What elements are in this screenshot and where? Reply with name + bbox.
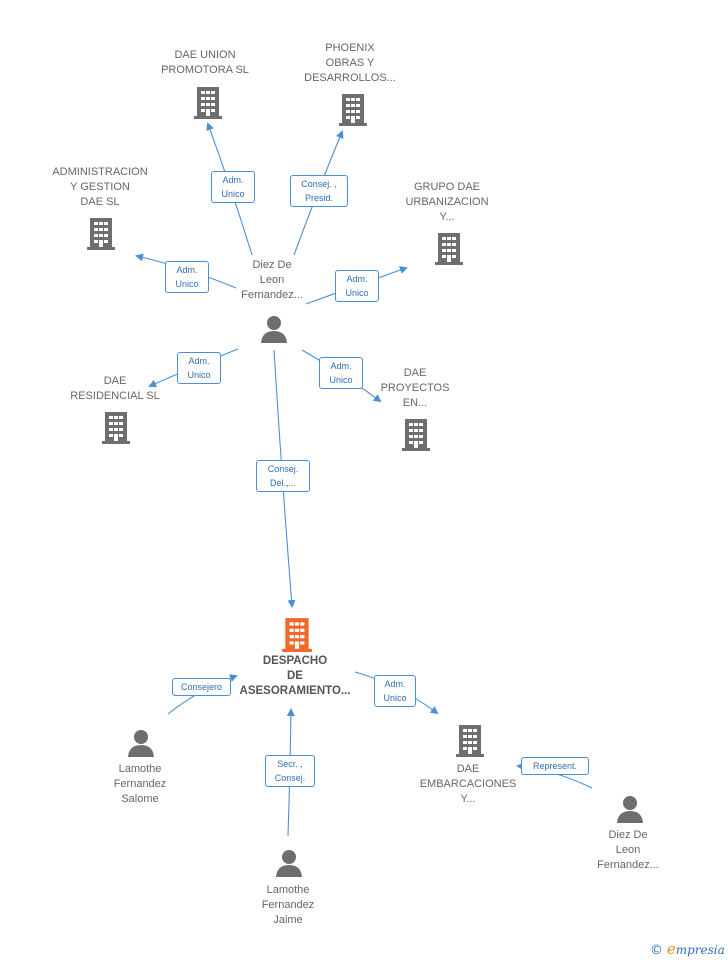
node-label: ADMINISTRACION Y GESTION DAE SL [52, 166, 148, 208]
edge-label-adm-unico[interactable]: Adm. Unico [165, 261, 209, 293]
building-icon [402, 419, 430, 451]
node-dae-embarcaciones[interactable]: DAE EMBARCACIONES Y... [408, 762, 528, 807]
edge-label-represent[interactable]: Represent. [521, 757, 589, 775]
node-label: Lamothe Fernandez Jaime [261, 884, 315, 926]
node-dae-residencial[interactable]: DAE RESIDENCIAL SL [55, 374, 175, 404]
person-icon [261, 316, 287, 343]
node-label: DAE PROYECTOS EN... [380, 367, 450, 409]
building-icon [435, 233, 463, 265]
node-phoenix[interactable]: PHOENIX OBRAS Y DESARROLLOS... [290, 41, 410, 86]
node-despacho[interactable]: DESPACHO DE ASESORAMIENTO... [222, 654, 368, 699]
node-diez-de-leon-top[interactable]: Diez De Leon Fernandez... [222, 258, 322, 303]
edge-label-adm-unico[interactable]: Adm. Unico [319, 357, 363, 389]
person-icon [276, 850, 302, 877]
node-dae-proyectos[interactable]: DAE PROYECTOS EN... [370, 366, 460, 411]
empresia-brand: © empresia [650, 940, 725, 958]
node-label: GRUPO DAE URBANIZACION Y... [405, 181, 489, 223]
node-diez-de-leon-bottom[interactable]: Diez De Leon Fernandez... [578, 828, 678, 873]
node-label: Diez De Leon Fernandez... [597, 829, 659, 871]
building-icon [102, 412, 130, 444]
node-label: DAE UNION PROMOTORA SL [161, 49, 249, 76]
copyright-symbol: © [650, 943, 663, 958]
node-label: Lamothe Fernandez Salome [113, 763, 167, 805]
node-label: DAE RESIDENCIAL SL [70, 375, 160, 402]
edge-label-adm-unico[interactable]: Adm. Unico [374, 675, 416, 707]
edge-label-consej-del[interactable]: Consej. Del.,... [256, 460, 310, 492]
node-lamothe-jaime[interactable]: Lamothe Fernandez Jaime [238, 883, 338, 928]
main-building-icon [282, 618, 312, 652]
edge-label-adm-unico[interactable]: Adm. Unico [177, 352, 221, 384]
edge-label-secr-consej[interactable]: Secr. , Consej. [265, 755, 315, 787]
building-icon [339, 94, 367, 126]
building-icon [456, 725, 484, 757]
node-grupo-dae[interactable]: GRUPO DAE URBANIZACION Y... [392, 180, 502, 225]
node-label: DAE EMBARCACIONES Y... [419, 763, 517, 805]
person-icon [617, 796, 643, 823]
node-label: DESPACHO DE ASESORAMIENTO... [239, 655, 351, 697]
building-icon [194, 87, 222, 119]
brand-initial: e [666, 940, 676, 958]
edge-label-consej-presid[interactable]: Consej. , Presid. [290, 175, 348, 207]
brand-name: mpresia [675, 943, 725, 957]
building-icon [87, 218, 115, 250]
edge-label-adm-unico[interactable]: Adm. Unico [211, 171, 255, 203]
node-label: PHOENIX OBRAS Y DESARROLLOS... [304, 42, 396, 84]
person-icon [128, 730, 154, 757]
node-lamothe-salome[interactable]: Lamothe Fernandez Salome [90, 762, 190, 807]
node-label: Diez De Leon Fernandez... [241, 259, 303, 301]
edge-label-adm-unico[interactable]: Adm. Unico [335, 270, 379, 302]
node-administracion[interactable]: ADMINISTRACION Y GESTION DAE SL [40, 165, 160, 210]
node-dae-union[interactable]: DAE UNION PROMOTORA SL [150, 48, 260, 78]
edge-label-consejero[interactable]: Consejero [172, 678, 231, 696]
